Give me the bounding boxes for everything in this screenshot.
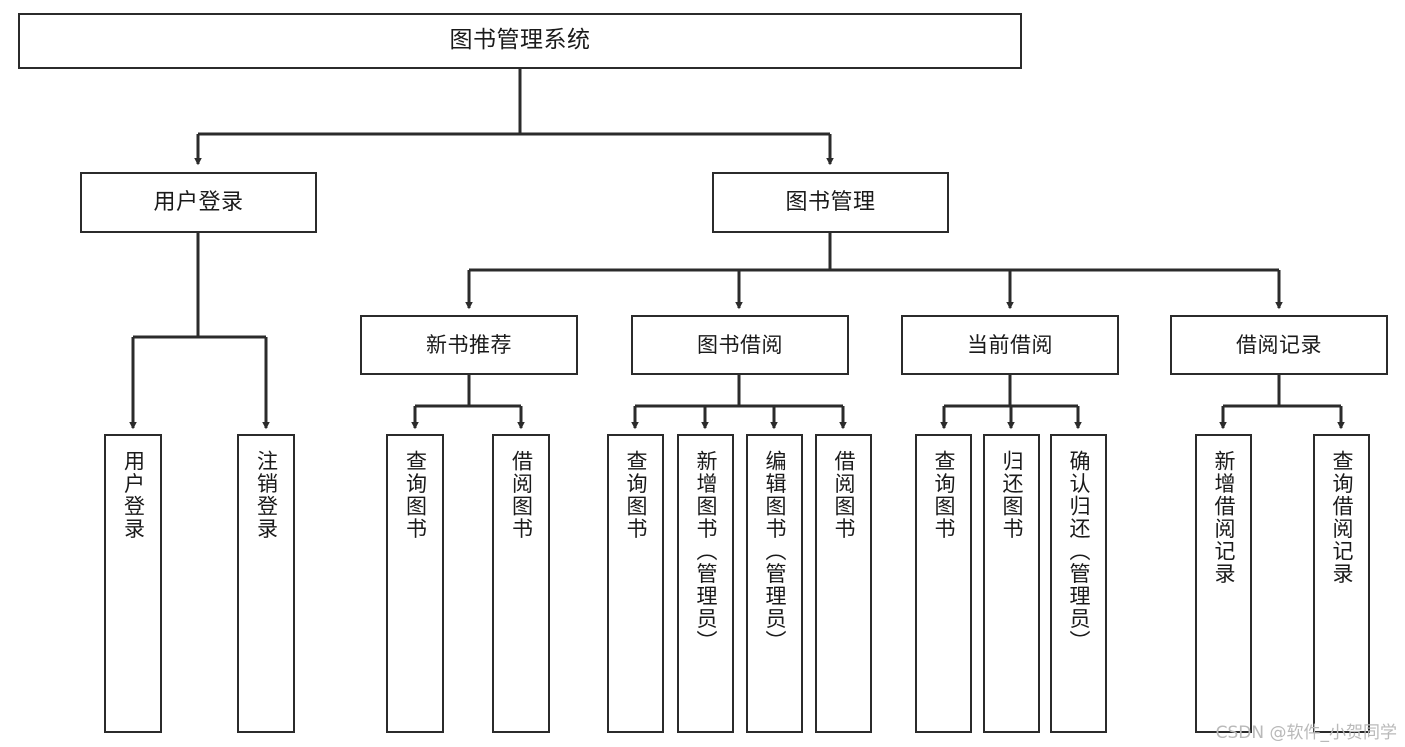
node-label: 借阅记录: [1236, 332, 1322, 357]
node-label: 归还图书: [999, 450, 1024, 540]
node-label: 图书借阅: [697, 332, 783, 357]
leaf-borrow-borrow-book[interactable]: 借阅图书: [815, 434, 872, 733]
node-root-system[interactable]: 图书管理系统: [18, 13, 1022, 69]
node-label: 用户登录: [121, 450, 146, 540]
leaf-record-query-record[interactable]: 查询借阅记录: [1313, 434, 1370, 733]
node-label: 新增图书（管理员）: [693, 450, 718, 653]
leaf-user-login-logout[interactable]: 注销登录: [237, 434, 295, 733]
node-borrow-record[interactable]: 借阅记录: [1170, 315, 1388, 375]
node-label: 新增借阅记录: [1211, 450, 1236, 585]
leaf-user-login-login[interactable]: 用户登录: [104, 434, 162, 733]
leaf-borrow-query-book[interactable]: 查询图书: [607, 434, 664, 733]
node-label: 查询图书: [623, 450, 648, 540]
node-label: 图书管理: [785, 189, 876, 215]
leaf-borrow-add-book-admin[interactable]: 新增图书（管理员）: [677, 434, 734, 733]
node-book-borrow[interactable]: 图书借阅: [631, 315, 849, 375]
node-current-borrow[interactable]: 当前借阅: [901, 315, 1119, 375]
leaf-current-query-book[interactable]: 查询图书: [915, 434, 972, 733]
leaf-current-return-book[interactable]: 归还图书: [983, 434, 1040, 733]
leaf-current-confirm-return-admin[interactable]: 确认归还（管理员）: [1050, 434, 1107, 733]
leaf-recommend-query-book[interactable]: 查询图书: [386, 434, 444, 733]
node-label: 确认归还（管理员）: [1066, 450, 1091, 653]
node-label: 当前借阅: [967, 332, 1053, 357]
node-label: 注销登录: [254, 450, 279, 540]
csdn-watermark: CSDN @软件_小贺同学: [1215, 723, 1397, 743]
leaf-recommend-borrow-book[interactable]: 借阅图书: [492, 434, 550, 733]
node-label: 查询借阅记录: [1329, 450, 1354, 585]
node-label: 编辑图书（管理员）: [762, 450, 787, 653]
node-label: 查询图书: [931, 450, 956, 540]
node-label: 图书管理系统: [449, 27, 591, 54]
node-label: 新书推荐: [426, 332, 512, 357]
node-book-management[interactable]: 图书管理: [712, 172, 949, 233]
node-user-login[interactable]: 用户登录: [80, 172, 317, 233]
leaf-record-add-record[interactable]: 新增借阅记录: [1195, 434, 1252, 733]
node-new-book-recommend[interactable]: 新书推荐: [360, 315, 578, 375]
node-label: 查询图书: [403, 450, 428, 540]
leaf-borrow-edit-book-admin[interactable]: 编辑图书（管理员）: [746, 434, 803, 733]
node-label: 借阅图书: [509, 450, 534, 540]
node-label: 借阅图书: [831, 450, 856, 540]
node-label: 用户登录: [153, 189, 244, 215]
